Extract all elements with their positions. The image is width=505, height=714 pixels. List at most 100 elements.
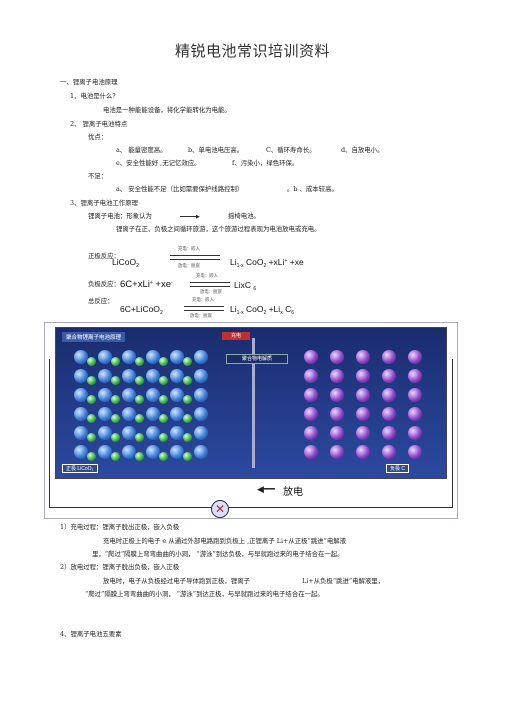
negative-electrode-label: 负极 C — [386, 464, 410, 473]
lithium-ion — [87, 433, 96, 442]
carbon-atom — [408, 369, 422, 383]
cobalt-oxide-atom — [122, 388, 136, 402]
cobalt-oxide-atom — [170, 426, 184, 440]
carbon-atom — [330, 407, 344, 421]
document-title: 精锐电池常识培训资料 — [174, 42, 330, 60]
negative-discharge-label: 放电：脱嵌 — [200, 290, 222, 295]
cobalt-oxide-atom — [146, 407, 160, 421]
cobalt-oxide-atom — [194, 426, 208, 440]
carbon-atom — [408, 407, 422, 421]
carbon-atom — [408, 388, 422, 402]
disadvantages-label: 不足： — [88, 172, 108, 180]
cobalt-oxide-atom — [194, 350, 208, 364]
principle-line2: 锂离子在正、负极之间循环旅游，这个旅游过程表现为电池放电或充电。 — [116, 225, 321, 233]
lithium-ion — [111, 452, 120, 461]
arrow-left-icon: ◀━━ — [257, 485, 275, 495]
discharge-process-line1a: 放电时，电子从负极经过电子导体跑到正极，锂离子 — [103, 577, 250, 585]
total-reaction-right: Li1-x CoO2 +Lix C6 — [230, 304, 294, 316]
principle-line1b: 摇椅电池。 — [228, 212, 260, 220]
negative-arrow-lower — [190, 286, 230, 287]
section-five-elements: 4、锂离子电池五要素 — [60, 630, 122, 638]
lithium-ion — [111, 376, 120, 385]
cobalt-oxide-atom — [98, 388, 112, 402]
carbon-atom — [330, 445, 344, 459]
carbon-atom — [382, 369, 396, 383]
carbon-atom — [304, 407, 318, 421]
lithium-ion — [183, 395, 192, 404]
separator-membrane — [252, 338, 255, 468]
cobalt-oxide-atom — [98, 369, 112, 383]
cobalt-oxide-atom — [74, 445, 88, 459]
cobalt-oxide-atom — [74, 426, 88, 440]
lithium-ion — [87, 414, 96, 423]
arrow-line — [180, 216, 198, 217]
carbon-atom — [356, 426, 370, 440]
section-heading-principle: 一、锂离子电池原理 — [60, 78, 118, 86]
lithium-ion — [111, 395, 120, 404]
cobalt-oxide-atom — [98, 407, 112, 421]
cobalt-oxide-atom — [194, 445, 208, 459]
lithium-ion — [159, 376, 168, 385]
cobalt-oxide-atom — [122, 445, 136, 459]
carbon-atom — [356, 407, 370, 421]
electrolyte-label: 聚合物电解质 — [226, 354, 288, 364]
total-charge-label: 充电：嵌入 — [192, 298, 214, 303]
positive-reaction-right: Li1-x CoO2 +xLi+ +xe — [230, 257, 304, 269]
carbon-atom — [382, 407, 396, 421]
lithium-ion — [87, 452, 96, 461]
arrow-head-icon: ▶ — [196, 214, 200, 220]
lithium-ion — [135, 395, 144, 404]
cobalt-oxide-atom — [122, 426, 136, 440]
carbon-atom — [330, 369, 344, 383]
lithium-ion — [159, 395, 168, 404]
lithium-ion — [183, 452, 192, 461]
carbon-atom — [304, 388, 318, 402]
total-discharge-label: 放电：脱嵌 — [190, 314, 212, 319]
discharge-process-line2: “爬过”隔膜上弯弯曲曲的小洞， “游泳”到达正极，与早就跑过来的电子结合在一起。 — [85, 590, 324, 598]
positive-discharge-label: 放电：脱嵌 — [178, 264, 200, 269]
positive-arrow-upper — [170, 255, 220, 256]
negative-reaction-right: LixC 6 — [234, 280, 257, 292]
cobalt-oxide-atom — [98, 445, 112, 459]
carbon-atom — [408, 426, 422, 440]
carbon-atom — [330, 426, 344, 440]
lithium-ion — [159, 357, 168, 366]
cobalt-oxide-atom — [74, 388, 88, 402]
disadvantage-a: a、 安全性能不足（比如需要保护线路控制） — [116, 185, 244, 193]
cobalt-oxide-atom — [74, 407, 88, 421]
cobalt-oxide-atom — [194, 407, 208, 421]
positive-reaction-label: 正极反应： — [88, 252, 120, 260]
disadvantage-b: 。b 、成本较高。 — [287, 185, 338, 193]
advantage-a: a、 能量密度高。 — [116, 146, 167, 154]
charge-process-line2: 里，“爬过”隔膜上弯弯曲曲的小洞， “游泳”到达负极，与早就跑过来的电子结合在一… — [92, 550, 344, 558]
advantages-label: 优点： — [88, 133, 108, 141]
negative-arrow-upper — [190, 282, 230, 283]
discharge-label: 放电 — [283, 487, 303, 498]
diagram-title: 聚合物锂离子电池原理 — [62, 332, 126, 342]
carbon-atom — [382, 350, 396, 364]
question-features: 2、 锂离子电池特点 — [70, 120, 128, 128]
cobalt-oxide-atom — [146, 388, 160, 402]
lamp-icon: ✕ — [211, 500, 229, 518]
carbon-atom — [382, 445, 396, 459]
question-what-is-battery: 1、电池是什么？ — [70, 92, 119, 100]
negative-reaction-left: 6C+xLi+ +xe- — [120, 279, 173, 290]
carbon-atom — [408, 445, 422, 459]
lithium-ion — [159, 433, 168, 442]
lithium-ion — [87, 395, 96, 404]
advantage-f: f、污染小，绿色环保。 — [232, 159, 299, 167]
carbon-atom — [304, 369, 318, 383]
cobalt-oxide-atom — [74, 369, 88, 383]
carbon-atom — [330, 388, 344, 402]
cobalt-oxide-atom — [170, 407, 184, 421]
carbon-atom — [304, 426, 318, 440]
cobalt-oxide-atom — [98, 350, 112, 364]
advantage-d: d、自放电小。 — [341, 146, 384, 154]
charge-direction-box: 充电 — [222, 332, 250, 340]
advantage-e: e、安全性能好 ,无记忆效应。 — [116, 159, 201, 167]
question-working-principle: 3、锂离子电池工作原理 — [70, 199, 138, 207]
cobalt-oxide-atom — [170, 445, 184, 459]
principle-line1a: 锂离子电池：形象认为 — [88, 212, 152, 220]
charge-process-title: 1）充电过程：锂离子脱出正极，嵌入负极 — [60, 523, 180, 531]
advantage-b: b、单电池电压高。 — [188, 146, 244, 154]
